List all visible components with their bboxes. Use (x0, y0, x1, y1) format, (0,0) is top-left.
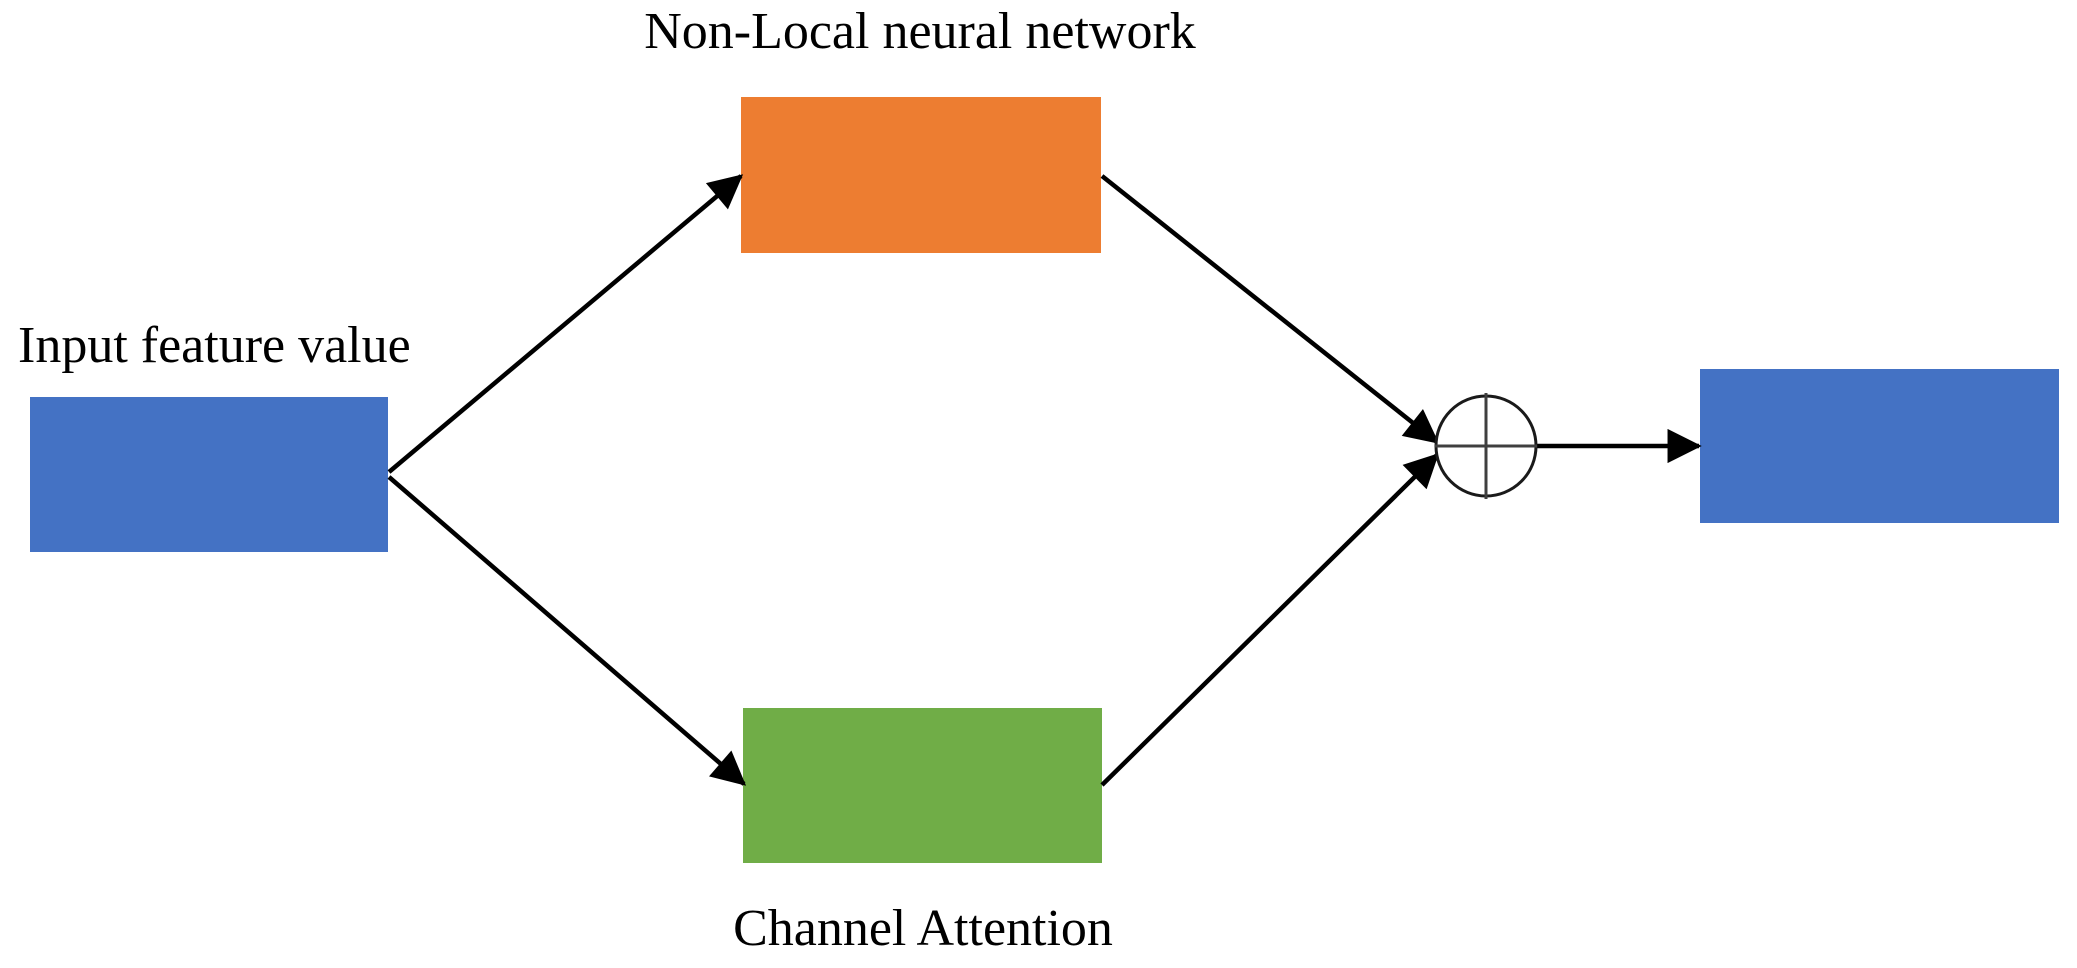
arrow-input-to-nonlocal (387, 174, 744, 474)
input-feature-box (30, 397, 388, 552)
arrow-channel-to-sum (1100, 453, 1439, 787)
arrow-nonlocal-to-sum (1100, 174, 1440, 444)
output-box (1700, 369, 2059, 523)
nonlocal-network-label: Non-Local neural network (644, 3, 1196, 60)
sum-operator-icon (1434, 393, 1538, 499)
input-feature-label: Input feature value (18, 317, 411, 374)
nonlocal-network-box (741, 97, 1101, 253)
channel-attention-label: Channel Attention (733, 900, 1113, 957)
arrow-input-to-channel (387, 475, 747, 786)
channel-attention-box (743, 708, 1102, 863)
